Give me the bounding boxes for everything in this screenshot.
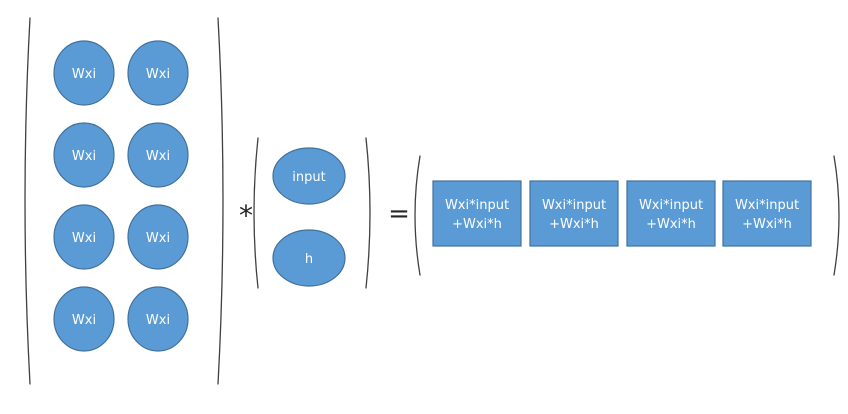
matrix-row: Wxi Wxi	[53, 122, 189, 188]
vector-right-bracket	[365, 137, 371, 289]
vector-item-h-oval	[272, 229, 346, 287]
matrix-cell-label: Wxi	[146, 67, 170, 82]
result-box-line2: +Wxi*h	[452, 217, 502, 232]
matrix-cell-label: Wxi	[146, 231, 170, 246]
matrix-row: Wxi Wxi	[53, 286, 189, 352]
matrix-cell-oval	[127, 40, 189, 106]
result-box-line2: +Wxi*h	[646, 217, 696, 232]
result-left-bracket	[414, 155, 421, 276]
matrix-cell-label: Wxi	[146, 313, 170, 328]
vector-item-input-label: input	[292, 170, 325, 185]
result-box-line1: Wxi*input	[639, 198, 703, 213]
matrix-cell-oval	[53, 204, 115, 270]
result-box: Wxi*input +Wxi*h	[529, 180, 619, 247]
matrix-left-bracket	[24, 17, 31, 385]
result-box: Wxi*input +Wxi*h	[432, 180, 522, 247]
matrix-cell-oval	[127, 122, 189, 188]
result-box-line2: +Wxi*h	[549, 217, 599, 232]
equals-operator: =	[388, 199, 410, 229]
result-box: Wxi*input +Wxi*h	[722, 180, 812, 247]
matrix-cell-label: Wxi	[72, 67, 96, 82]
result-box-line1: Wxi*input	[542, 198, 606, 213]
matrix-cell-oval	[53, 40, 115, 106]
matrix-cell-label: Wxi	[146, 149, 170, 164]
matrix-cell-oval	[53, 122, 115, 188]
result-right-bracket	[833, 155, 840, 276]
vector-item-input-oval	[272, 147, 346, 205]
matrix-cell-oval	[53, 286, 115, 352]
result-box-line2: +Wxi*h	[742, 217, 792, 232]
matrix-cell-oval	[127, 286, 189, 352]
matrix-row: Wxi Wxi	[53, 40, 189, 106]
result-box-line1: Wxi*input	[735, 198, 799, 213]
vector-item-h-label: h	[305, 252, 313, 267]
matrix-cell-label: Wxi	[72, 149, 96, 164]
result-box-line1: Wxi*input	[445, 198, 509, 213]
multiply-operator: *	[239, 199, 253, 232]
vector-left-bracket	[253, 137, 259, 289]
matrix-cell-label: Wxi	[72, 313, 96, 328]
matrix-row: Wxi Wxi	[53, 204, 189, 270]
matrix-cell-label: Wxi	[72, 231, 96, 246]
matrix-right-bracket	[217, 17, 224, 385]
matrix-cell-oval	[127, 204, 189, 270]
result-box: Wxi*input +Wxi*h	[626, 180, 716, 247]
